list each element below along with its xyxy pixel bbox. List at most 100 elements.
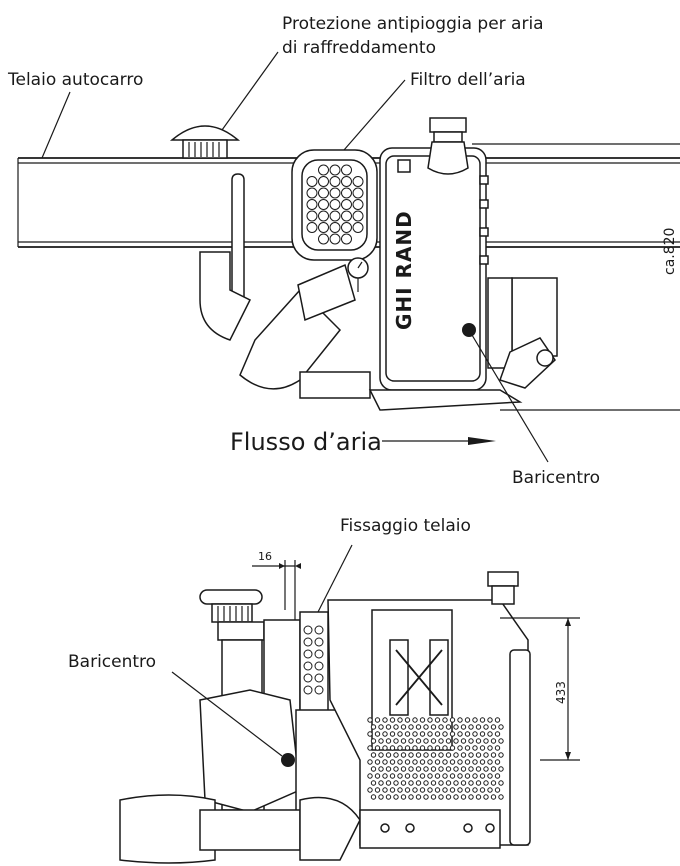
grille-hole bbox=[397, 773, 403, 779]
grille-hole bbox=[483, 724, 489, 730]
grille-hole bbox=[382, 773, 388, 779]
grille-hole bbox=[464, 787, 471, 793]
grille-hole bbox=[382, 731, 388, 737]
grille-hole bbox=[494, 773, 501, 779]
grille-hole bbox=[404, 773, 411, 779]
grille-hole bbox=[404, 745, 411, 751]
grille-hole bbox=[453, 738, 459, 744]
grille-hole bbox=[430, 794, 437, 800]
grille-hole bbox=[438, 724, 444, 730]
grille-hole bbox=[475, 724, 482, 730]
mount-hole bbox=[303, 625, 313, 635]
grille-hole bbox=[457, 773, 463, 779]
grille-hole bbox=[430, 738, 437, 744]
grille-hole bbox=[498, 766, 504, 772]
filler-cap-top bbox=[427, 117, 469, 175]
grille-hole bbox=[438, 794, 444, 800]
grille-hole bbox=[374, 731, 381, 737]
rain-cover-side bbox=[199, 589, 263, 623]
grille-hole bbox=[385, 752, 392, 758]
frame-mount-holes bbox=[303, 625, 324, 695]
grille-hole bbox=[475, 752, 482, 758]
grille-hole bbox=[483, 780, 489, 786]
grille-hole bbox=[367, 717, 373, 723]
grille-hole bbox=[423, 752, 429, 758]
grille-hole bbox=[430, 752, 437, 758]
grille-hole bbox=[419, 787, 426, 793]
center-of-gravity-label-top: Baricentro bbox=[512, 468, 601, 488]
grille-hole bbox=[464, 759, 471, 765]
filler-cap-side bbox=[487, 571, 519, 605]
grille-hole bbox=[453, 766, 459, 772]
grille-hole bbox=[408, 724, 414, 730]
grille-hole bbox=[419, 759, 426, 765]
grille-hole bbox=[468, 766, 474, 772]
grille-hole bbox=[408, 766, 414, 772]
grille-hole bbox=[393, 766, 399, 772]
grille-hole bbox=[468, 724, 474, 730]
grille-hole bbox=[423, 724, 429, 730]
filter-hole bbox=[352, 187, 364, 199]
grille-hole bbox=[434, 731, 441, 737]
grille-hole bbox=[479, 731, 486, 737]
grille-hole bbox=[385, 724, 392, 730]
grille-hole bbox=[415, 752, 422, 758]
grille-hole bbox=[487, 717, 493, 723]
truck-frame-label: Telaio autocarro bbox=[8, 70, 144, 90]
grille-hole bbox=[400, 738, 407, 744]
grille-hole bbox=[367, 731, 373, 737]
grille-hole bbox=[400, 794, 407, 800]
grille-hole bbox=[427, 759, 433, 765]
grille-hole bbox=[419, 717, 426, 723]
grille-hole bbox=[472, 759, 478, 765]
grille-hole bbox=[389, 731, 396, 737]
grille-hole bbox=[445, 752, 452, 758]
grille-hole bbox=[445, 794, 452, 800]
grille-hole bbox=[415, 766, 422, 772]
grille-hole bbox=[385, 780, 392, 786]
grille-hole bbox=[494, 731, 501, 737]
grille-hole bbox=[393, 738, 399, 744]
mount-hole bbox=[303, 685, 313, 695]
offset-dimension-value: 16 bbox=[258, 550, 272, 563]
grille-hole bbox=[419, 773, 426, 779]
grille-hole bbox=[468, 752, 474, 758]
grille-hole bbox=[389, 787, 396, 793]
filter-hole bbox=[341, 199, 352, 210]
filter-hole bbox=[341, 164, 352, 176]
grille-hole bbox=[498, 724, 504, 730]
filter-hole bbox=[341, 176, 352, 187]
grille-hole bbox=[378, 724, 384, 730]
grille-hole bbox=[479, 717, 486, 723]
frame-mount-plate bbox=[299, 611, 329, 713]
grille-hole bbox=[423, 794, 429, 800]
grille-hole bbox=[423, 738, 429, 744]
filter-hole bbox=[329, 199, 341, 210]
air-flow-label: Flusso d’aria bbox=[230, 428, 382, 456]
mount-hole bbox=[314, 649, 324, 659]
grille-hole bbox=[370, 794, 377, 800]
mount-hole bbox=[303, 637, 313, 647]
grille-hole bbox=[382, 717, 388, 723]
grille-hole bbox=[415, 724, 422, 730]
mount-hole bbox=[314, 637, 324, 647]
grille-hole bbox=[382, 787, 388, 793]
filter-hole bbox=[329, 222, 341, 233]
filter-hole bbox=[341, 210, 352, 222]
grille-hole bbox=[370, 724, 377, 730]
grille-hole bbox=[408, 738, 414, 744]
grille-hole bbox=[464, 745, 471, 751]
grille-hole bbox=[378, 794, 384, 800]
grille-hole bbox=[404, 717, 411, 723]
grille-hole bbox=[430, 766, 437, 772]
grille-hole bbox=[442, 731, 448, 737]
grille-hole bbox=[393, 724, 399, 730]
right-bracket-top bbox=[487, 277, 558, 389]
grille-hole bbox=[487, 731, 493, 737]
grille-hole bbox=[412, 731, 418, 737]
grille-hole bbox=[423, 766, 429, 772]
filter-hole bbox=[329, 233, 341, 245]
grille-hole bbox=[370, 766, 377, 772]
grille-hole bbox=[427, 787, 433, 793]
grille-hole bbox=[498, 752, 504, 758]
